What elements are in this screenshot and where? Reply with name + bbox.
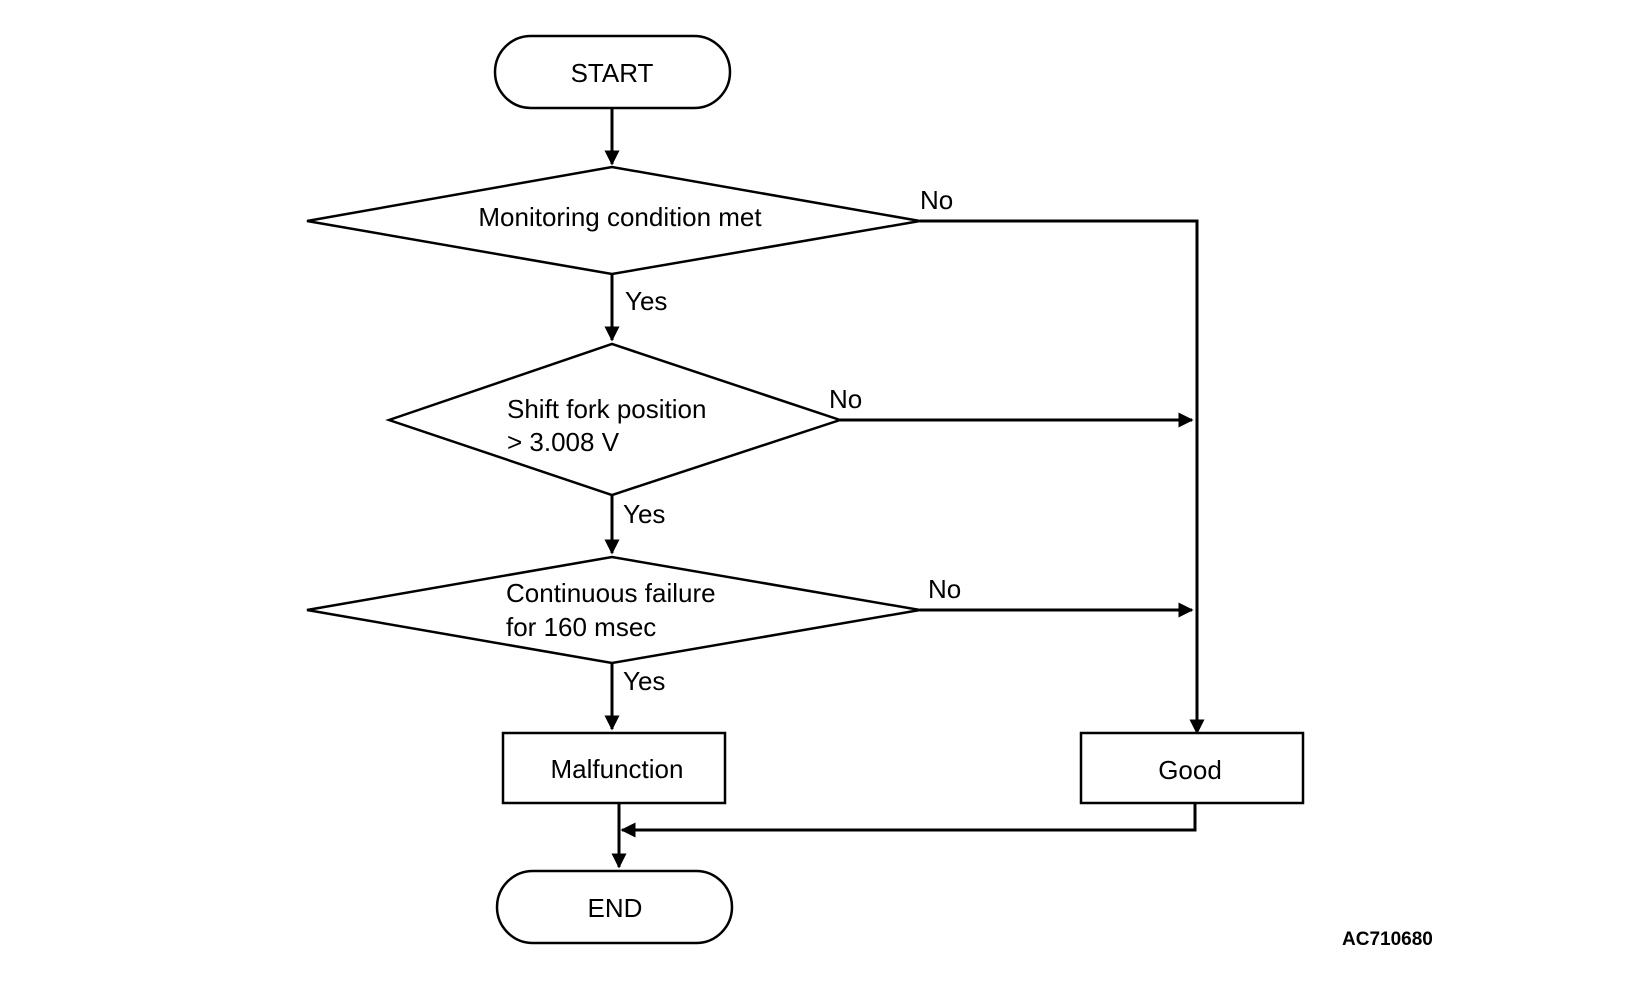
end-terminal bbox=[495, 869, 734, 945]
no-label-continuous: No bbox=[928, 574, 961, 604]
decision-continuous-label-line1: Continuous failure bbox=[506, 578, 716, 608]
decision-continuous-label-line2: for 160 msec bbox=[506, 612, 656, 642]
no-label-shift-fork: No bbox=[829, 384, 862, 414]
malfunction-label: Malfunction bbox=[551, 754, 684, 784]
good-label: Good bbox=[1158, 755, 1222, 785]
figure-code: AC710680 bbox=[1342, 929, 1433, 950]
yes-label-continuous: Yes bbox=[623, 666, 665, 696]
yes-label-monitoring: Yes bbox=[625, 286, 667, 316]
end-label: END bbox=[588, 893, 643, 923]
no-label-monitoring: No bbox=[920, 185, 953, 215]
malfunction-box bbox=[501, 731, 727, 805]
decision-monitoring-label: Monitoring condition met bbox=[478, 202, 762, 232]
yes-label-shift-fork: Yes bbox=[623, 499, 665, 529]
good-box bbox=[1079, 731, 1305, 805]
start-label: START bbox=[571, 58, 654, 88]
connector-good-to-end bbox=[620, 803, 1197, 838]
decision-shift-fork-label-line1: Shift fork position bbox=[507, 394, 706, 424]
connector-monitoring-no-to-good bbox=[920, 219, 1205, 735]
decision-shift-fork-label-line2: > 3.008 V bbox=[507, 427, 620, 457]
decision-continuous-diamond bbox=[306, 555, 921, 665]
